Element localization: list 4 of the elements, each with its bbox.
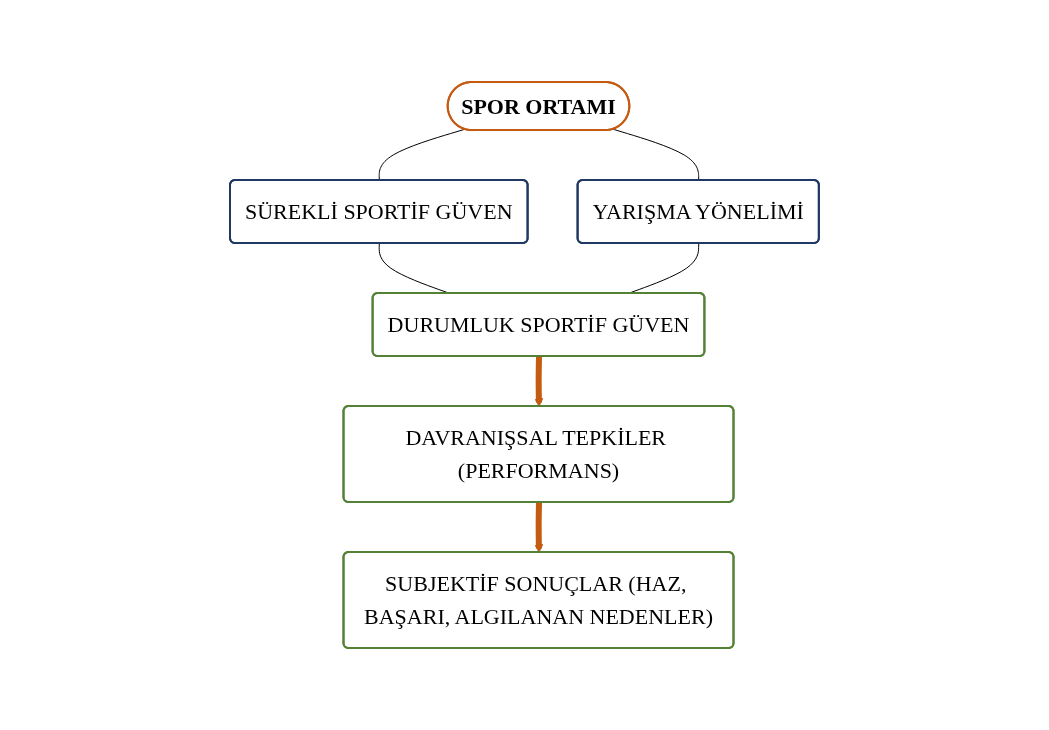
arrow — [534, 502, 544, 553]
connector — [612, 128, 700, 181]
arrow — [534, 356, 544, 407]
connector — [378, 128, 466, 181]
